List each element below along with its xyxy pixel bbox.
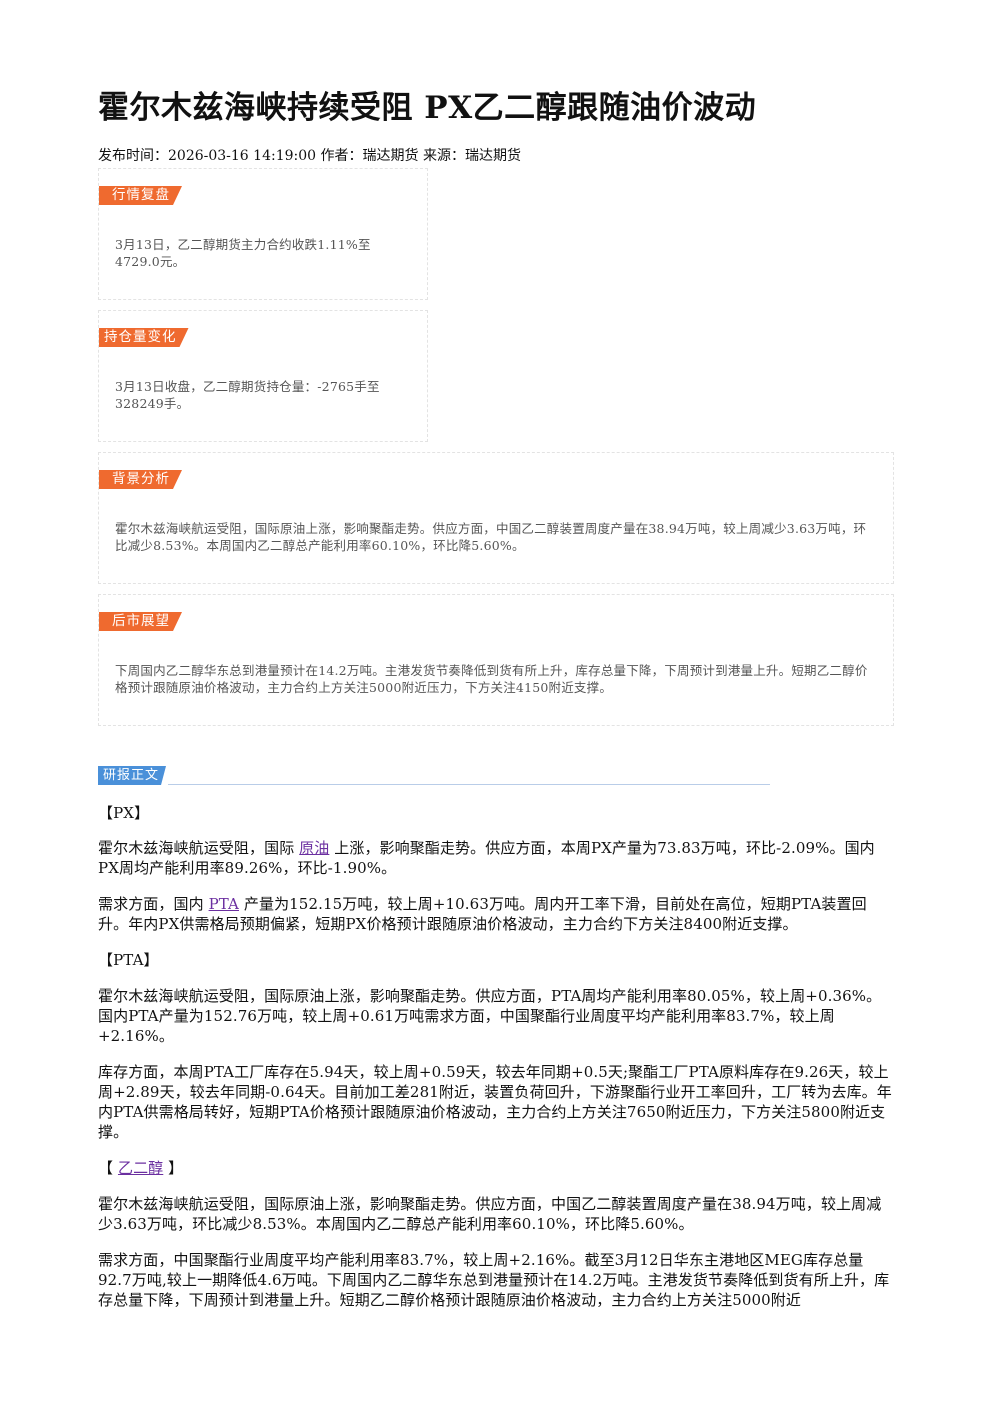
meg-heading-open: 【 — [98, 1159, 118, 1177]
outlook-text: 下周国内乙二醇华东总到港量预计在14.2万吨。主港发货节奏降低到货有所上升，库存… — [115, 663, 868, 695]
meg-link[interactable]: 乙二醇 — [117, 1159, 164, 1177]
pta-paragraph-2: 库存方面，本周PTA工厂库存在5.94天，较上周+0.59天，较去年同期+0.5… — [98, 1063, 892, 1141]
position-change-text: 3月13日收盘，乙二醇期货持仓量：-2765手至328249手。 — [115, 379, 380, 411]
pta-paragraph-1: 霍尔木兹海峡航运受阻，国际原油上涨，影响聚酯走势。供应方面，PTA周均产能利用率… — [98, 987, 882, 1045]
px-p2-text-b: 产量为152.15万吨，较上周+10.63万吨。周内开工率下滑，目前处在高位，短… — [98, 895, 867, 933]
px-p1-text-b: 上涨，影响聚酯走势。供应方面，本周PX产量为73.83万吨，环比-2.09%。国… — [98, 839, 875, 877]
market-review-text: 3月13日，乙二醇期货主力合约收跌1.11%至4729.0元。 — [115, 237, 371, 269]
background-tag: 背景分析 — [99, 470, 182, 489]
market-review-tag: 行情复盘 — [99, 186, 182, 205]
meg-heading-close: 】 — [163, 1159, 184, 1177]
report-divider — [168, 784, 770, 785]
px-heading: 【PX】 — [98, 804, 150, 822]
position-change-tag: 持仓量变化 — [99, 328, 189, 347]
meg-paragraph-1: 霍尔木兹海峡航运受阻，国际原油上涨，影响聚酯走势。供应方面，中国乙二醇装置周度产… — [98, 1195, 882, 1233]
background-card: 背景分析 霍尔木兹海峡航运受阻，国际原油上涨，影响聚酯走势。供应方面，中国乙二醇… — [98, 452, 894, 584]
px-p1-text-a: 霍尔木兹海峡航运受阻，国际 — [98, 839, 300, 857]
pta-heading: 【PTA】 — [98, 951, 159, 969]
meg-paragraph-2: 需求方面，中国聚酯行业周度平均产能利用率83.7%，较上周+2.16%。截至3月… — [98, 1251, 890, 1309]
meg-heading: 【 乙二醇 】 — [98, 1158, 894, 1178]
crude-oil-link[interactable]: 原油 — [299, 839, 330, 857]
outlook-card: 后市展望 下周国内乙二醇华东总到港量预计在14.2万吨。主港发货节奏降低到货有所… — [98, 594, 894, 726]
outlook-tag: 后市展望 — [99, 612, 182, 631]
px-p2-text-a: 需求方面，国内 — [98, 895, 209, 913]
position-change-card: 持仓量变化 3月13日收盘，乙二醇期货持仓量：-2765手至328249手。 — [98, 310, 428, 442]
article-title: 霍尔木兹海峡持续受阻 PX乙二醇跟随油价波动 — [98, 90, 757, 126]
article-meta: 发布时间：2026-03-16 14:19:00 作者：瑞达期货 来源：瑞达期货 — [98, 148, 521, 164]
market-review-card: 行情复盘 3月13日，乙二醇期货主力合约收跌1.11%至4729.0元。 — [98, 168, 428, 300]
px-paragraph-2: 需求方面，国内 PTA 产量为152.15万吨，较上周+10.63万吨。周内开工… — [98, 894, 894, 934]
report-section-tag: 研报正文 — [98, 766, 166, 785]
background-text: 霍尔木兹海峡航运受阻，国际原油上涨，影响聚酯走势。供应方面，中国乙二醇装置周度产… — [115, 521, 867, 553]
px-paragraph-1: 霍尔木兹海峡航运受阻，国际 原油 上涨，影响聚酯走势。供应方面，本周PX产量为7… — [98, 838, 894, 878]
pta-link[interactable]: PTA — [208, 895, 239, 913]
